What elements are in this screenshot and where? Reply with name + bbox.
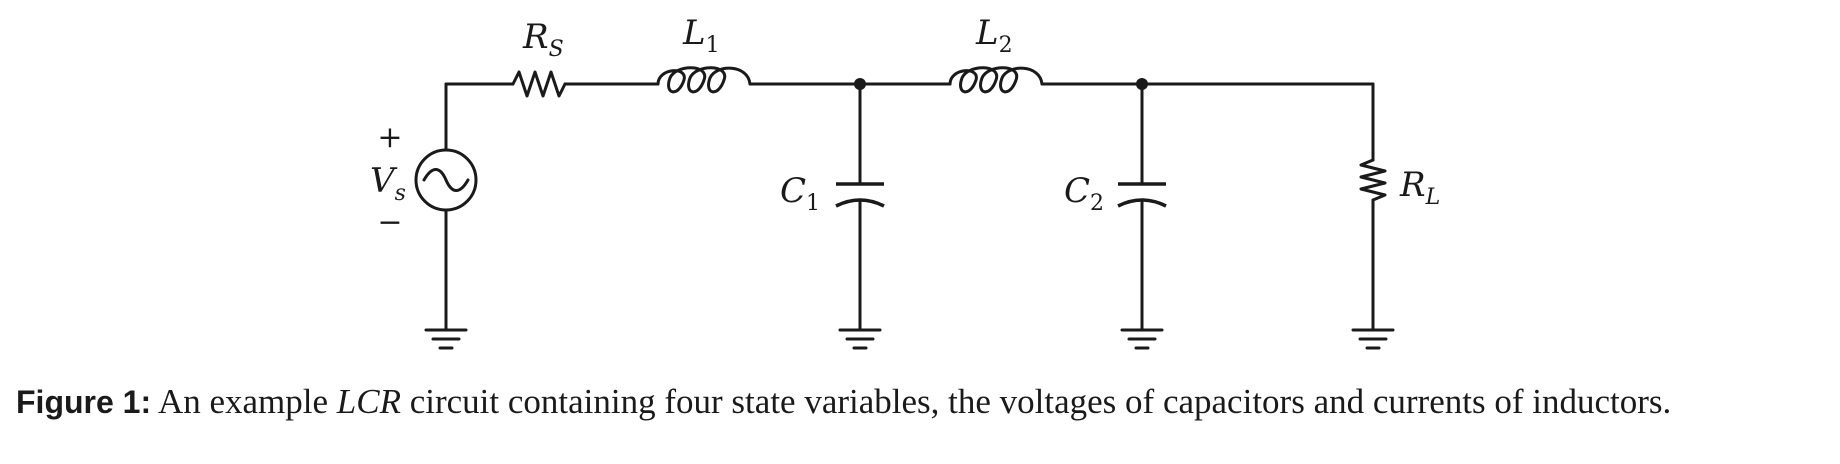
rs-label: RS <box>522 17 564 62</box>
resistor-rs <box>511 70 567 98</box>
rl-label: RL <box>1399 165 1440 210</box>
caption-text-before: An example <box>157 382 329 421</box>
caption-emphasis: LCR <box>336 382 401 421</box>
figure-caption: Figure 1: An example LCR circuit contain… <box>16 382 1826 422</box>
capacitor-c1 <box>835 82 885 332</box>
source-minus-sign: − <box>377 205 402 240</box>
source-plus-sign: + <box>377 120 402 155</box>
caption-label: Figure 1: <box>16 384 152 420</box>
voltage-source <box>414 82 478 332</box>
ground-symbol-c1 <box>838 328 882 350</box>
inductor-l2 <box>948 66 1044 94</box>
source-label: Vs <box>370 161 406 206</box>
c1-label: C1 <box>780 171 820 216</box>
capacitor-c2 <box>1117 82 1167 332</box>
l2-label: L2 <box>975 13 1013 58</box>
ground-symbol-rl <box>1351 328 1395 350</box>
l1-label: L1 <box>682 13 720 58</box>
inductor-l1 <box>656 66 752 94</box>
ground-symbol-c2 <box>1120 328 1164 350</box>
caption-text-after: circuit containing four state variables,… <box>409 382 1672 421</box>
ground-symbol-source <box>424 328 468 350</box>
c2-label: C2 <box>1064 171 1104 216</box>
circuit-diagram: + − Vs RS L1 L2 C1 <box>370 13 1440 350</box>
resistor-rl <box>1359 82 1387 332</box>
